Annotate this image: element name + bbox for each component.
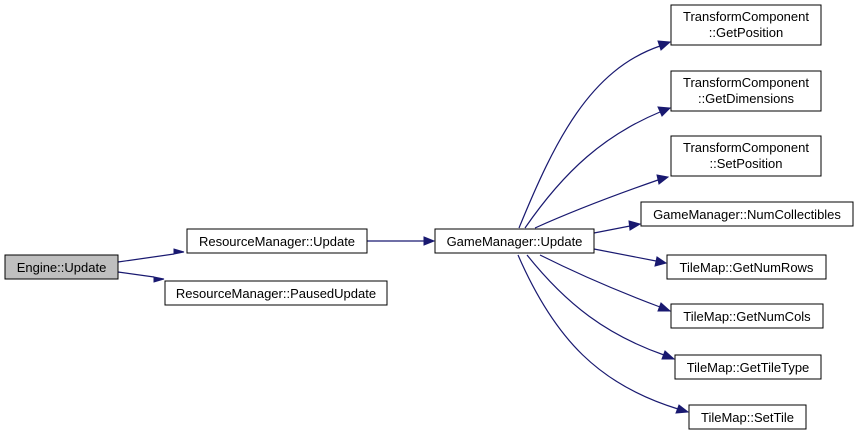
node-label: TileMap::GetNumCols (683, 309, 811, 324)
node-label-line1: TransformComponent (683, 75, 809, 90)
node-label: ResourceManager::Update (199, 234, 355, 249)
node-tilemap-get-num-cols[interactable]: TileMap::GetNumCols (670, 303, 824, 329)
edge-game-update-to-get-dimensions (524, 106, 672, 229)
node-label-line2: ::GetDimensions (698, 91, 795, 106)
node-engine-update[interactable]: Engine::Update (4, 254, 119, 280)
node-label: GameManager::NumCollectibles (653, 207, 841, 222)
node-label: ResourceManager::PausedUpdate (176, 286, 376, 301)
node-tilemap-get-num-rows[interactable]: TileMap::GetNumRows (666, 254, 827, 280)
node-game-manager-update[interactable]: GameManager::Update (434, 228, 595, 254)
edge-game-update-to-set-tile (517, 254, 690, 414)
edge-game-update-to-get-num-rows (593, 248, 668, 267)
edge-engine-to-resource-paused-update (117, 271, 165, 283)
node-label: TileMap::GetNumRows (680, 260, 814, 275)
node-label: GameManager::Update (447, 234, 583, 249)
node-label: TileMap::GetTileType (687, 360, 810, 375)
node-resource-manager-paused-update[interactable]: ResourceManager::PausedUpdate (164, 280, 388, 306)
node-transform-component-get-position[interactable]: TransformComponent ::GetPosition (670, 4, 822, 46)
node-tilemap-set-tile[interactable]: TileMap::SetTile (688, 404, 807, 430)
node-resource-manager-update[interactable]: ResourceManager::Update (186, 228, 368, 254)
node-label: TileMap::SetTile (701, 410, 794, 425)
node-game-manager-num-collectibles[interactable]: GameManager::NumCollectibles (640, 201, 854, 227)
node-transform-component-set-position[interactable]: TransformComponent ::SetPosition (670, 135, 822, 177)
edge-game-update-to-get-tile-type (526, 254, 676, 360)
node-label-line2: ::SetPosition (710, 156, 783, 171)
node-label: Engine::Update (17, 260, 107, 275)
edge-engine-to-resource-update (117, 248, 185, 263)
edge-game-update-to-num-collectibles (593, 220, 642, 234)
node-label-line1: TransformComponent (683, 140, 809, 155)
edge-game-update-to-get-num-cols (539, 254, 672, 312)
node-transform-component-get-dimensions[interactable]: TransformComponent ::GetDimensions (670, 70, 822, 112)
node-label-line1: TransformComponent (683, 9, 809, 24)
node-tilemap-get-tile-type[interactable]: TileMap::GetTileType (674, 354, 822, 380)
edge-resource-update-to-game-update (367, 236, 436, 246)
node-label-line2: ::GetPosition (709, 25, 783, 40)
edge-game-update-to-get-position (518, 40, 672, 229)
edge-game-update-to-set-position (534, 174, 670, 229)
